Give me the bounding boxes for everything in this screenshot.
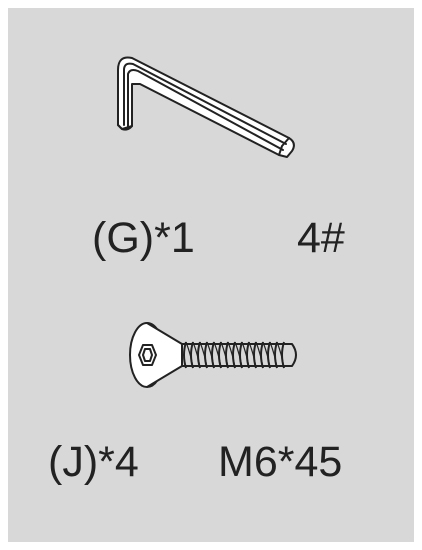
part-j-size-label: M6*45	[218, 438, 343, 486]
part-g-size-label: 4#	[297, 214, 345, 262]
countersunk-hex-screw-icon	[129, 322, 297, 388]
part-g-code-label: (G)*1	[92, 214, 195, 262]
part-j-code-label: (J)*4	[48, 438, 139, 486]
hardware-panel	[8, 8, 414, 542]
hex-key-icon	[117, 56, 295, 158]
